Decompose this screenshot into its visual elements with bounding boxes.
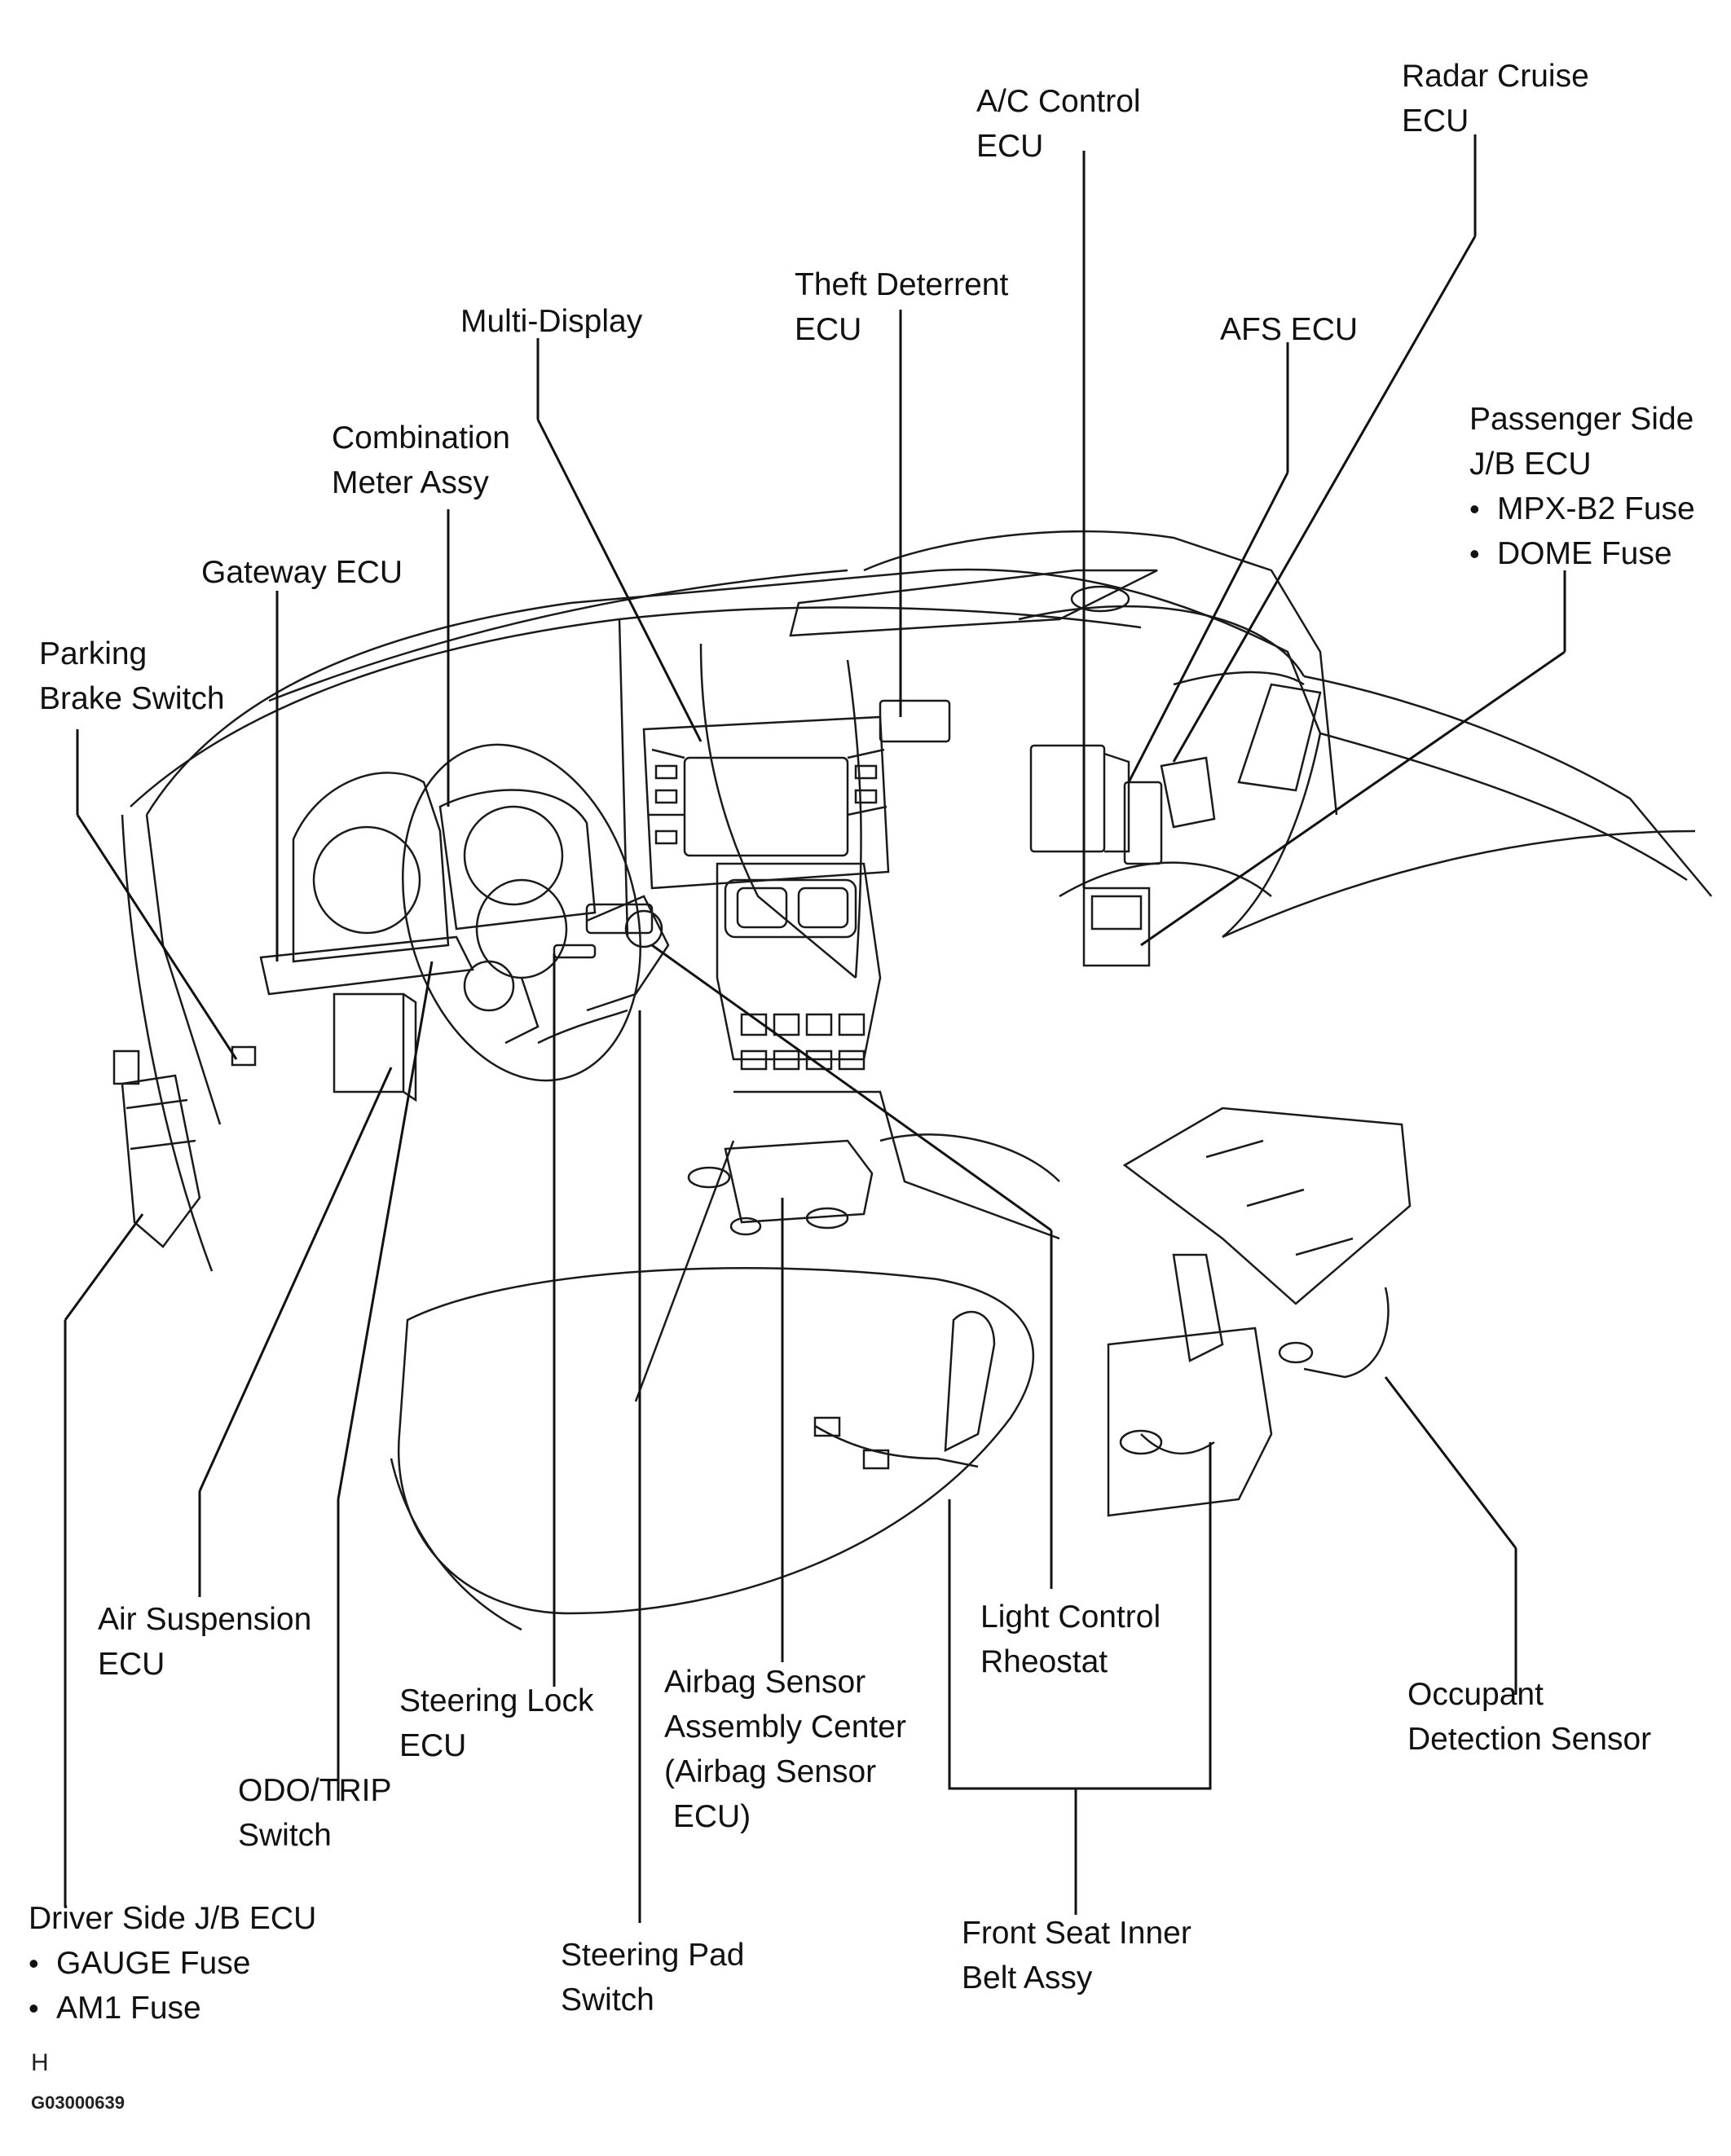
label-light-control-rheostat: Light Control Rheostat xyxy=(980,1599,1161,1679)
label-radar-cruise-ecu: Radar Cruise ECU xyxy=(1402,59,1589,139)
label-airbag-sensor-assembly: Airbag Sensor Assembly Center (Airbag Se… xyxy=(664,1665,906,1834)
airbag-sensor-assembly xyxy=(687,1139,874,1236)
label-odo-trip-switch: ODO/TRIP Switch xyxy=(238,1773,392,1853)
dashboard-outline xyxy=(121,530,1712,1272)
label-afs-ecu: AFS ECU xyxy=(1220,312,1359,347)
label-theft-deterrent-ecu: Theft Deterrent ECU xyxy=(795,267,1009,347)
seat-and-belt xyxy=(390,1107,1412,1631)
label-front-seat-inner-belt-assy: Front Seat Inner Belt Assy xyxy=(962,1916,1191,1995)
label-ac-control-ecu: A/C Control ECU xyxy=(976,84,1141,164)
footer-code-letter: H xyxy=(31,2049,49,2076)
label-steering-pad-switch: Steering Pad Switch xyxy=(561,1938,745,2017)
leader-lines xyxy=(64,134,1566,1923)
label-driver-side-jb-ecu: Driver Side J/B ECU GAUGE Fuse AM1 Fuse xyxy=(29,1896,316,2031)
combination-meter-and-steering xyxy=(259,743,670,1102)
label-air-suspension-ecu: Air Suspension ECU xyxy=(98,1602,312,1682)
center-console-outline xyxy=(634,862,1060,1402)
label-passenger-side-jb-ecu: Passenger Side J/B ECU MPX-B2 Fuse DOME … xyxy=(1469,397,1695,576)
label-occupant-detection-sensor: Occupant Detection Sensor xyxy=(1407,1677,1652,1757)
label-gateway-ecu: Gateway ECU xyxy=(201,555,403,590)
label-combination-meter-assy: Combination Meter Assy xyxy=(332,420,510,500)
figure-code: G03000639 xyxy=(31,2092,125,2113)
ecu-modules-right xyxy=(879,699,1216,967)
label-multi-display: Multi-Display xyxy=(460,304,643,339)
label-steering-lock-ecu: Steering Lock ECU xyxy=(399,1683,594,1763)
driver-side-jb-ecu xyxy=(112,1045,257,1248)
multi-display-unit xyxy=(642,715,890,890)
label-parking-brake-switch: Parking Brake Switch xyxy=(39,636,225,716)
